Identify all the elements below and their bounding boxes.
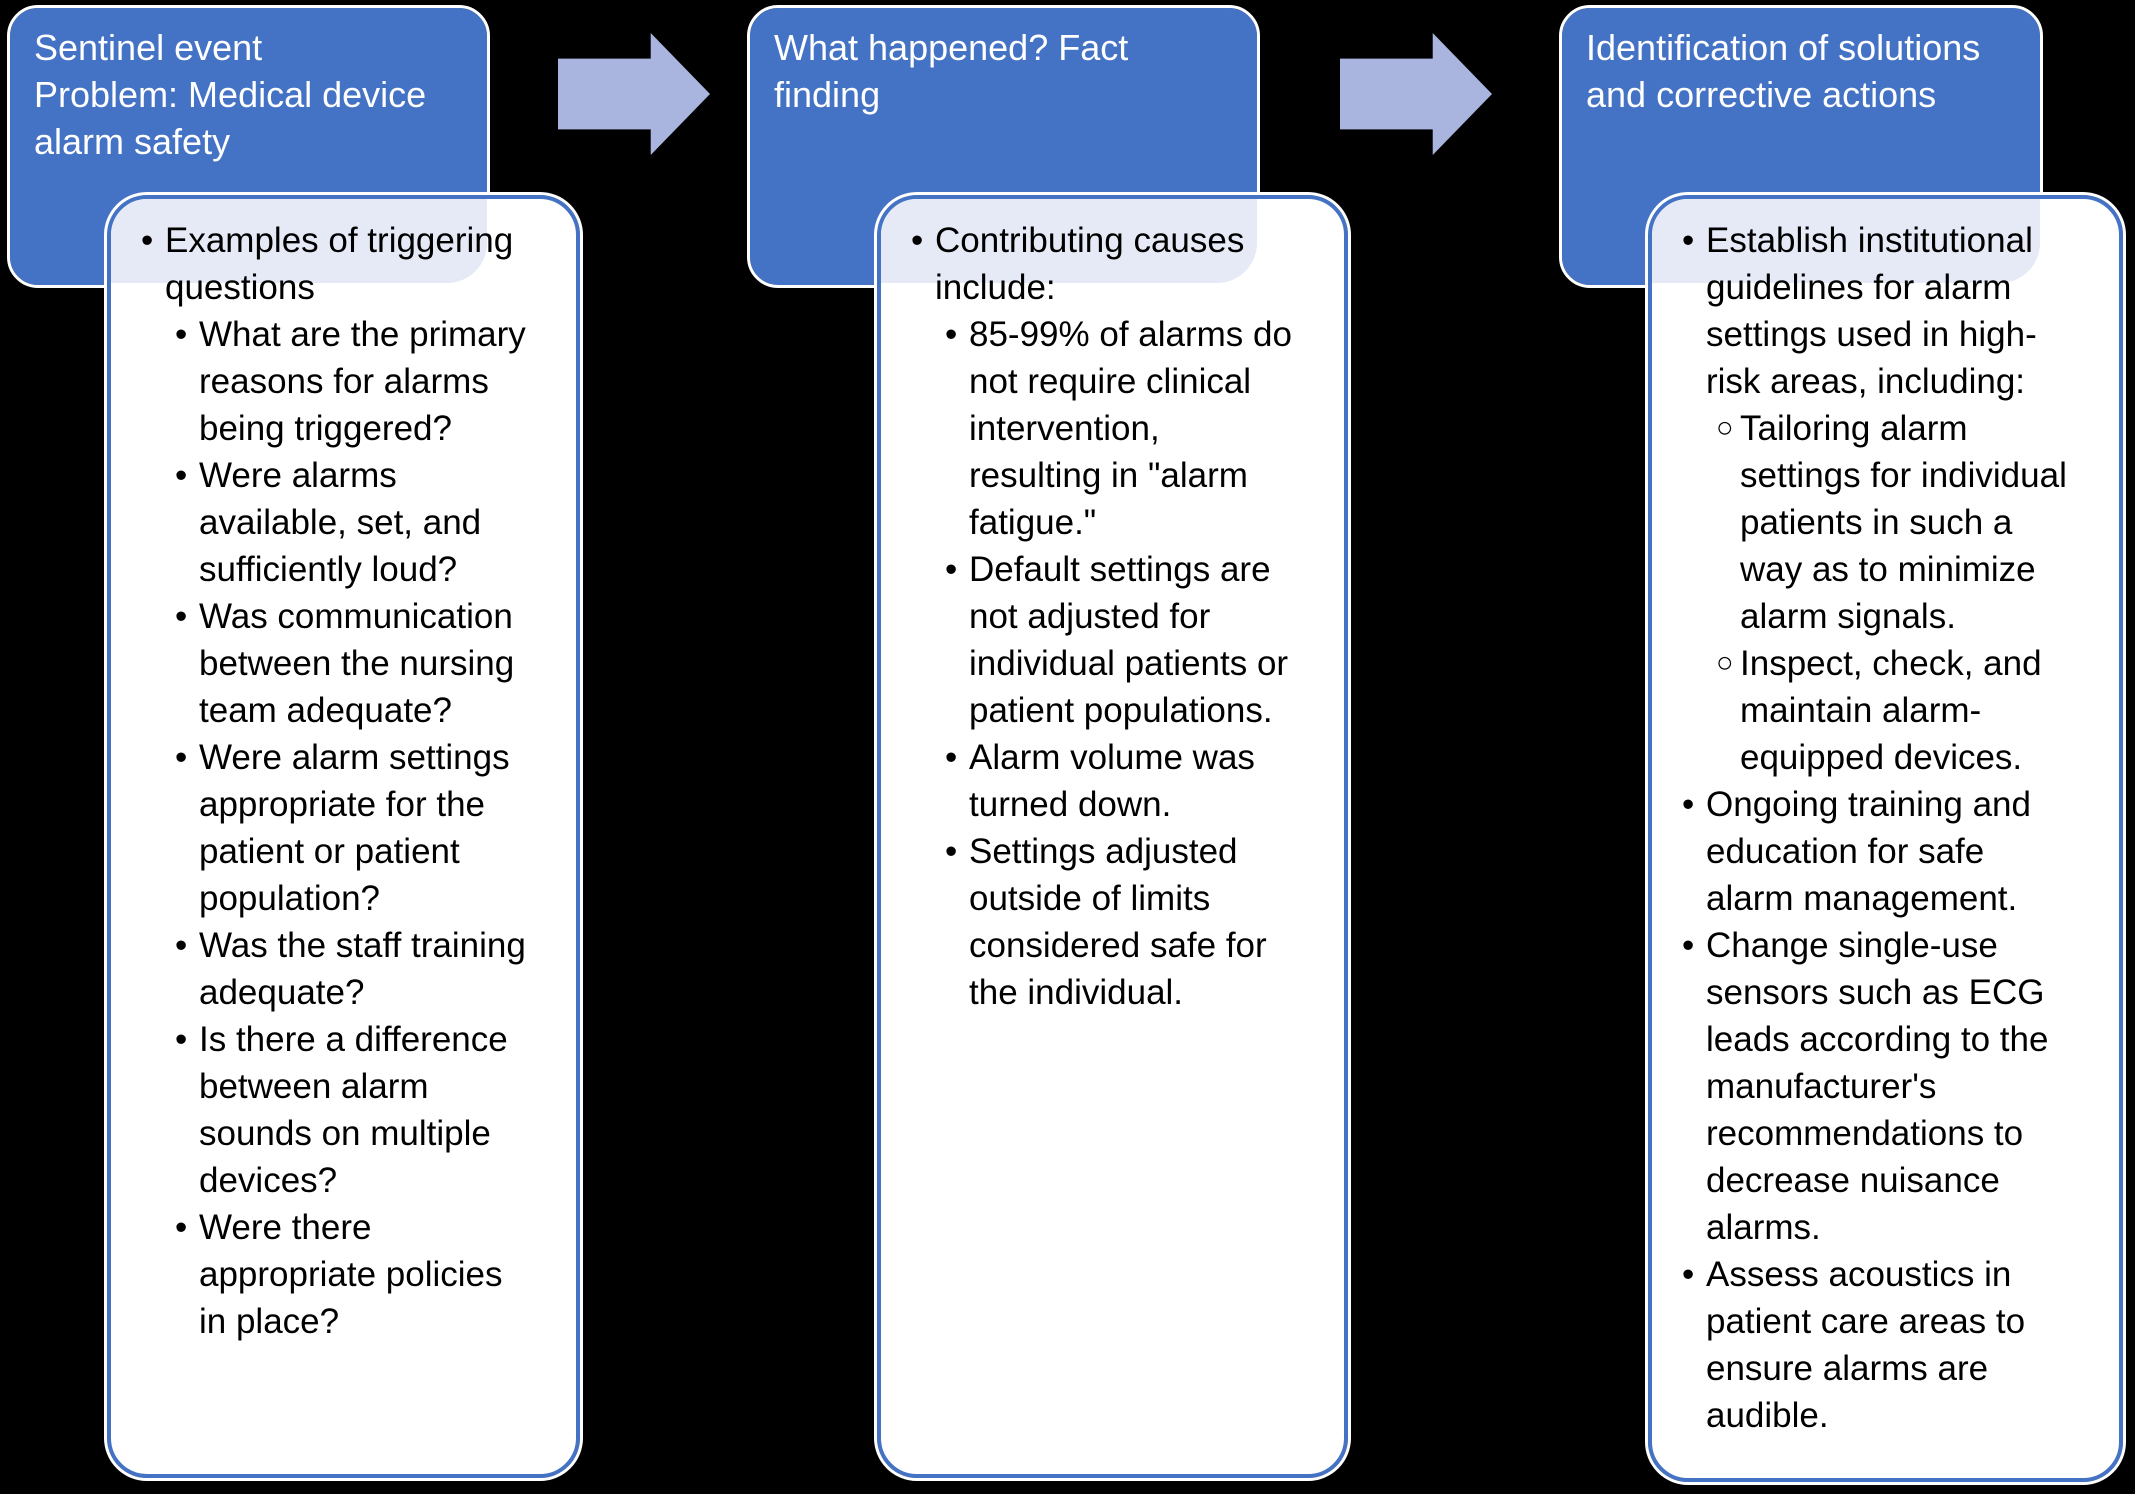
list-item: • Was communication between the nursing t… xyxy=(175,593,562,734)
bullet-icon: • xyxy=(175,1020,188,1059)
bullet-icon: • xyxy=(1682,1255,1695,1294)
list-item-text: Tailoring alarm settings for individual … xyxy=(1740,409,2067,636)
list-item: • What are the primary reasons for alarms… xyxy=(175,311,562,452)
bullet-icon: • xyxy=(175,315,188,354)
bullet-icon: • xyxy=(945,832,958,871)
list-item: • Is there a difference between alarm sou… xyxy=(175,1016,562,1204)
list-item: • Were alarms available, set, and suffici… xyxy=(175,452,562,593)
header-tint-band xyxy=(881,199,1257,283)
list-item-text: Establish institutional guidelines for a… xyxy=(1706,221,2037,401)
list-item: ○Tailoring alarm settings for individual… xyxy=(1716,405,2105,640)
list-item-text: Assess acoustics in patient care areas t… xyxy=(1706,1255,2026,1435)
list-item-text: Were there appropriate policies in place… xyxy=(199,1208,503,1341)
list-item-text: Inspect, check, and maintain alarm- equi… xyxy=(1740,644,2042,777)
list-item-text: Change single-use sensors such as ECG le… xyxy=(1706,926,2049,1247)
list-item: • 85-99% of alarms do not require clinica… xyxy=(945,311,1330,546)
detail-box-solutions: • Establish institutional guidelines for … xyxy=(1645,192,2126,1485)
list-item-text: Was communication between the nursing te… xyxy=(199,597,515,730)
bullet-icon: • xyxy=(911,221,924,260)
list-item: • Were there appropriate policies in plac… xyxy=(175,1204,562,1345)
bullet-icon: • xyxy=(141,221,154,260)
list-item: • Was the staff training adequate? xyxy=(175,922,562,1016)
circle-bullet-icon: ○ xyxy=(1716,647,1734,679)
list-item-text: Alarm volume was turned down. xyxy=(969,738,1255,824)
bullet-icon: • xyxy=(1682,221,1695,260)
bullet-icon: • xyxy=(945,550,958,589)
bullet-list: • Examples of triggering questions • What … xyxy=(111,199,576,1345)
bullet-icon: • xyxy=(175,926,188,965)
bullet-icon: • xyxy=(1682,785,1695,824)
list-item-text: What are the primary reasons for alarms … xyxy=(199,315,526,448)
list-item: • Change single-use sensors such as ECG l… xyxy=(1682,922,2105,1251)
bullet-icon: • xyxy=(945,738,958,777)
list-item-text: Were alarms available, set, and sufficie… xyxy=(199,456,482,589)
list-item: • Contributing causes include: xyxy=(911,217,1330,311)
list-item: • Establish institutional guidelines for … xyxy=(1682,217,2105,405)
bullet-icon: • xyxy=(945,315,958,354)
list-item-text: Examples of triggering questions xyxy=(165,221,514,307)
list-item-text: Ongoing training and education for safe … xyxy=(1706,785,2031,918)
header-tint-band xyxy=(1652,199,2040,283)
bullet-icon: • xyxy=(175,738,188,777)
list-item-text: Settings adjusted outside of limits cons… xyxy=(969,832,1267,1012)
bullet-icon: • xyxy=(175,456,188,495)
list-item-text: Is there a difference between alarm soun… xyxy=(199,1020,508,1200)
list-item: • Examples of triggering questions xyxy=(141,217,562,311)
list-item-text: Were alarm settings appropriate for the … xyxy=(199,738,510,918)
list-item: ○Inspect, check, and maintain alarm- equ… xyxy=(1716,640,2105,781)
list-item-text: 85-99% of alarms do not require clinical… xyxy=(969,315,1292,542)
right-arrow-icon xyxy=(558,33,710,155)
stage-header-sentinel-event: Sentinel event Problem: Medical device a… xyxy=(7,5,490,288)
list-item: • Settings adjusted outside of limits con… xyxy=(945,828,1330,1016)
bullet-list: • Establish institutional guidelines for … xyxy=(1652,199,2119,1439)
list-item: • Assess acoustics in patient care areas … xyxy=(1682,1251,2105,1439)
bullet-icon: • xyxy=(175,1208,188,1247)
list-item: • Ongoing training and education for safe… xyxy=(1682,781,2105,922)
list-item-text: Was the staff training adequate? xyxy=(199,926,526,1012)
list-item: • Were alarm settings appropriate for the… xyxy=(175,734,562,922)
detail-box-fact-finding: • Contributing causes include: • 85-99% of… xyxy=(874,192,1351,1481)
detail-box-sentinel-event: • Examples of triggering questions • What … xyxy=(104,192,583,1481)
list-item-text: Contributing causes include: xyxy=(935,221,1245,307)
list-item: • Default settings are not adjusted for i… xyxy=(945,546,1330,734)
list-item-text: Default settings are not adjusted for in… xyxy=(969,550,1289,730)
bullet-list: • Contributing causes include: • 85-99% of… xyxy=(881,199,1344,1016)
header-tint-band xyxy=(111,199,487,283)
bullet-icon: • xyxy=(1682,926,1695,965)
bullet-icon: • xyxy=(175,597,188,636)
circle-bullet-icon: ○ xyxy=(1716,412,1734,444)
list-item: • Alarm volume was turned down. xyxy=(945,734,1330,828)
right-arrow-icon xyxy=(1340,33,1492,155)
